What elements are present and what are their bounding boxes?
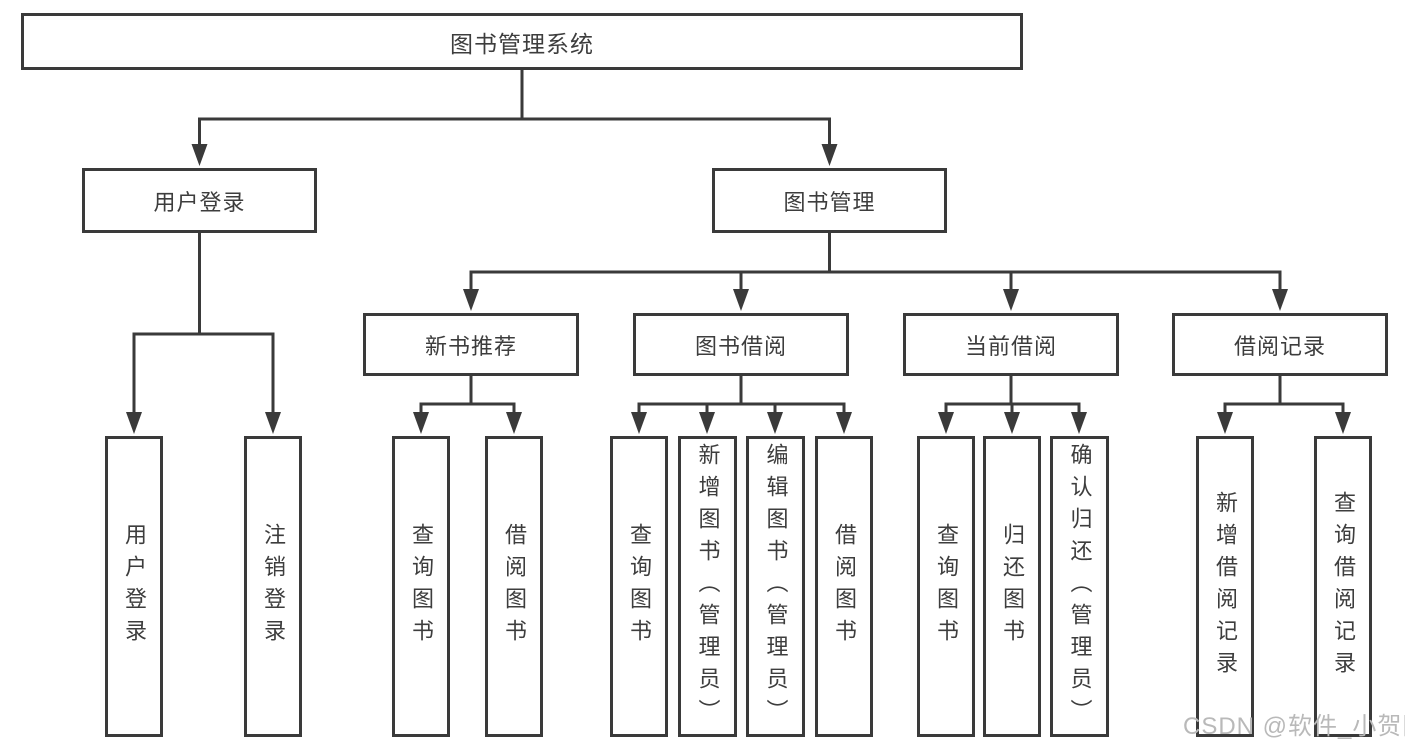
node-user-login: 用户登录 bbox=[82, 168, 317, 233]
arrowhead-down-icon bbox=[413, 412, 429, 434]
arrowhead-down-icon bbox=[821, 144, 838, 166]
arrowhead-down-icon bbox=[463, 289, 479, 311]
leaf-current-query-books: 查询图书 bbox=[917, 436, 975, 737]
leaf-borrow-query-books: 查询图书 bbox=[610, 436, 668, 737]
node-borrowing-records: 借阅记录 bbox=[1172, 313, 1388, 376]
leaf-recommend-borrow-books: 借阅图书 bbox=[485, 436, 543, 737]
arrowhead-down-icon bbox=[191, 144, 208, 166]
leaf-borrow-edit-books-admin: 编辑图书（管理员） bbox=[746, 436, 805, 737]
leaf-logout: 注销登录 bbox=[244, 436, 302, 737]
arrowhead-down-icon bbox=[699, 412, 715, 434]
leaf-current-return-books: 归还图书 bbox=[983, 436, 1041, 737]
arrowhead-down-icon bbox=[1272, 289, 1288, 311]
arrowhead-down-icon bbox=[265, 412, 281, 434]
arrowhead-down-icon bbox=[836, 412, 852, 434]
node-library-system: 图书管理系统 bbox=[21, 13, 1023, 70]
arrowhead-down-icon bbox=[631, 412, 647, 434]
arrowhead-down-icon bbox=[1217, 412, 1233, 434]
leaf-borrow-borrow-books: 借阅图书 bbox=[815, 436, 873, 737]
leaf-current-confirm-return-admin: 确认归还（管理员） bbox=[1050, 436, 1109, 737]
leaf-records-query-record: 查询借阅记录 bbox=[1314, 436, 1372, 737]
node-current-borrowing: 当前借阅 bbox=[903, 313, 1119, 376]
arrowhead-down-icon bbox=[938, 412, 954, 434]
leaf-user-login: 用户登录 bbox=[105, 436, 163, 737]
watermark: CSDN @软件_小贺同学 bbox=[1183, 713, 1405, 740]
leaf-recommend-query-books: 查询图书 bbox=[392, 436, 450, 737]
node-book-management: 图书管理 bbox=[712, 168, 947, 233]
arrowhead-down-icon bbox=[1004, 412, 1020, 434]
arrowhead-down-icon bbox=[733, 289, 749, 311]
arrowhead-down-icon bbox=[767, 412, 783, 434]
leaf-borrow-add-books-admin: 新增图书（管理员） bbox=[678, 436, 737, 737]
arrowhead-down-icon bbox=[1071, 412, 1087, 434]
arrowhead-down-icon bbox=[1003, 289, 1019, 311]
arrowhead-down-icon bbox=[506, 412, 522, 434]
node-new-book-recommend: 新书推荐 bbox=[363, 313, 579, 376]
node-book-borrowing: 图书借阅 bbox=[633, 313, 849, 376]
arrowhead-down-icon bbox=[1335, 412, 1351, 434]
leaf-records-add-record: 新增借阅记录 bbox=[1196, 436, 1254, 737]
arrowhead-down-icon bbox=[126, 412, 142, 434]
